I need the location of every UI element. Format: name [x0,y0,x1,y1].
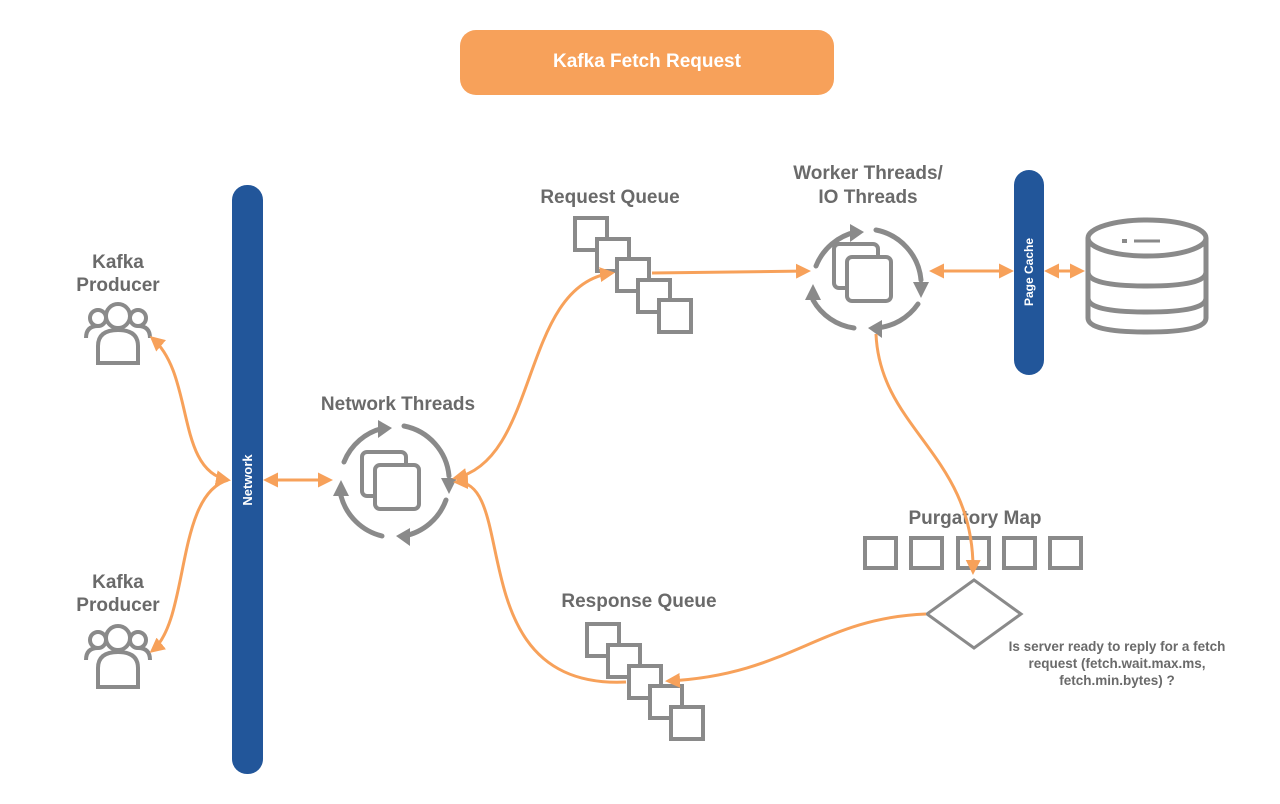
request-queue: Request Queue [540,187,693,334]
request-queue-label: Request Queue [540,187,679,208]
decision-note: Is server ready to reply for a fetch req… [1009,639,1226,688]
users-icon [84,624,152,689]
purgatory-to-response-queue-link [665,612,927,688]
decision-note-line3: fetch.min.bytes) ? [1059,673,1175,688]
network-threads: Network Threads [321,394,475,546]
producer-1-line2: Producer [76,275,160,296]
producer-1-line1: Kafka [92,252,144,273]
decision-diamond-icon [924,578,1024,650]
producer-2-line2: Producer [76,595,160,616]
producer-2-link [149,478,229,653]
decision-note-line1: Is server ready to reply for a fetch [1009,639,1226,654]
purgatory-map: Purgatory Map [863,508,1083,570]
response-queue-label: Response Queue [561,591,716,612]
users-icon [84,302,152,365]
producer-2: Kafka Producer [76,572,160,689]
page-cache-bar: Page Cache [1014,170,1044,375]
title-banner: Kafka Fetch Request [460,30,834,95]
network-bar: Network [232,185,263,774]
title-text: Kafka Fetch Request [553,51,742,72]
page-cache-label: Page Cache [1022,238,1036,306]
map-squares-icon [863,536,1083,570]
worker-to-purgatory-link [874,333,981,575]
response-queue: Response Queue [561,591,717,741]
worker-threads-label-1: Worker Threads/ [793,163,943,184]
network-label: Network [240,454,255,506]
queue-squares-icon [573,216,693,334]
response-queue-to-threads-link [453,474,627,684]
threads-cycle-icon [333,420,457,546]
producer-1: Kafka Producer [76,252,160,365]
queue-squares-icon [585,622,705,741]
connectors [149,263,1085,688]
decision-note-line2: request (fetch.wait.max.ms, [1028,656,1205,671]
worker-threads: Worker Threads/ IO Threads [793,163,944,338]
threads-to-request-queue-link [452,267,615,483]
producer-1-link [149,336,231,486]
database-icon [1085,217,1209,335]
threads-cycle-icon [805,224,929,338]
worker-threads-label-2: IO Threads [818,187,917,208]
purgatory-map-label: Purgatory Map [908,508,1041,529]
producer-2-line1: Kafka [92,572,144,593]
network-threads-label: Network Threads [321,394,475,415]
request-queue-to-worker-link [651,263,811,279]
